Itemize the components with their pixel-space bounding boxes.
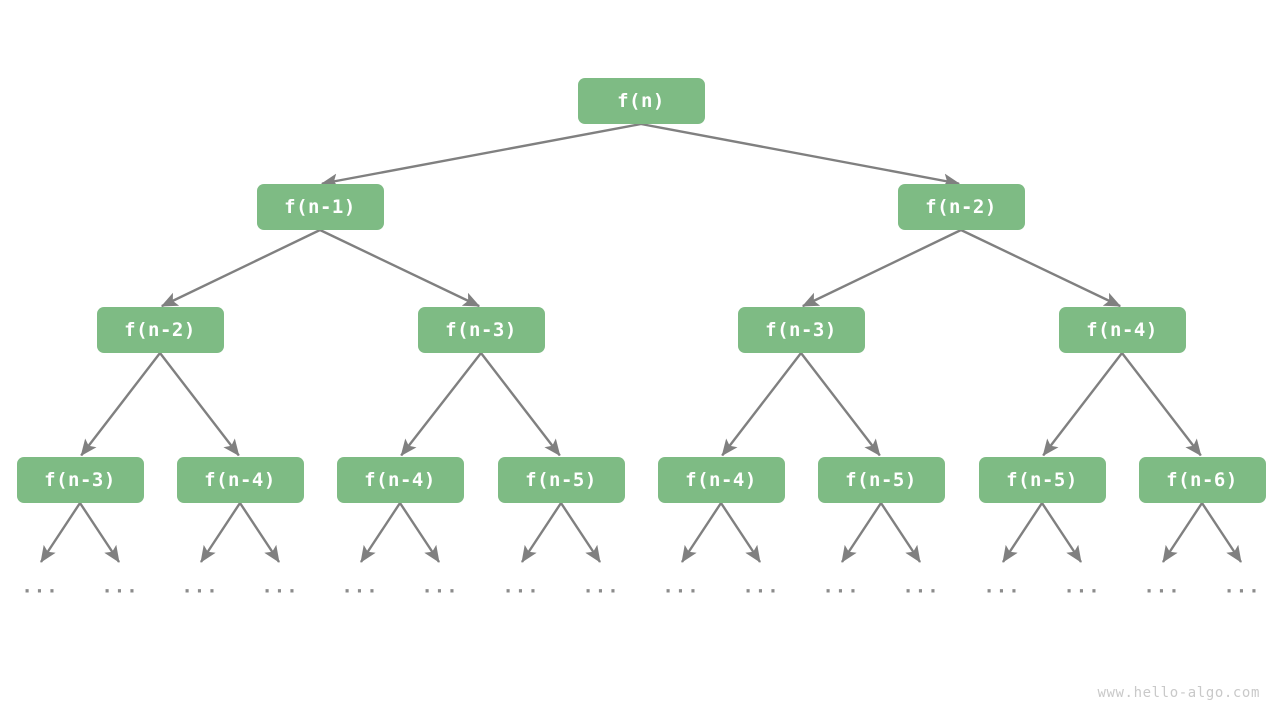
- ellipsis-label: ...: [822, 575, 860, 598]
- leaf-stub-edge: [879, 502, 922, 563]
- tree-node: f(n-3): [417, 307, 545, 353]
- ellipsis-label: ...: [181, 575, 219, 598]
- ellipsis-label: ...: [341, 575, 379, 598]
- tree-edge: [960, 228, 1122, 308]
- tree-node: f(n-4): [176, 457, 304, 503]
- tree-edge: [480, 352, 561, 457]
- ellipsis-label: ...: [101, 575, 139, 598]
- ellipsis-label: ...: [662, 575, 700, 598]
- leaf-stub-edge: [840, 502, 883, 563]
- tree-edge: [801, 228, 962, 308]
- tree-edge: [640, 122, 960, 188]
- ellipsis-label: ...: [1223, 575, 1261, 598]
- tree-node: f(n-5): [497, 457, 625, 503]
- ellipsis-label: ...: [1063, 575, 1101, 598]
- ellipsis-label: ...: [742, 575, 780, 598]
- tree-node: f(n-2): [96, 307, 224, 353]
- tree-edge: [159, 352, 240, 457]
- ellipsis-label: ...: [261, 575, 299, 598]
- leaf-stub-edge: [559, 502, 602, 563]
- leaf-stub-edge: [1200, 502, 1243, 563]
- tree-edge: [800, 352, 881, 457]
- ellipsis-label: ...: [21, 575, 59, 598]
- tree-node: f(n-4): [336, 457, 464, 503]
- tree-edge: [319, 228, 481, 308]
- leaf-stub-edge: [359, 502, 402, 563]
- ellipsis-label: ...: [983, 575, 1021, 598]
- leaf-stub-edge: [39, 502, 82, 563]
- tree-node: f(n-4): [657, 457, 785, 503]
- leaf-stub-edges: [39, 502, 1243, 563]
- tree-node: f(n-3): [737, 307, 865, 353]
- leaf-stub-edge: [680, 502, 723, 563]
- tree-node: f(n-4): [1058, 307, 1186, 353]
- leaf-stub-edge: [78, 502, 121, 563]
- ellipsis-label: ...: [1143, 575, 1181, 598]
- tree-edge: [80, 352, 161, 457]
- tree-node: f(n-5): [978, 457, 1106, 503]
- leaf-stub-edge: [1161, 502, 1204, 563]
- leaf-stub-edge: [238, 502, 281, 563]
- leaf-stub-edge: [199, 502, 242, 563]
- ellipsis-label: ...: [582, 575, 620, 598]
- leaf-stub-edge: [1001, 502, 1044, 563]
- tree-node: f(n-2): [897, 184, 1025, 230]
- ellipsis-label: ...: [902, 575, 940, 598]
- tree-edge: [721, 352, 802, 457]
- tree-edge: [1042, 352, 1123, 457]
- ellipsis-label: ...: [502, 575, 540, 598]
- tree-node: f(n-6): [1138, 457, 1266, 503]
- ellipsis-label: ...: [421, 575, 459, 598]
- tree-edge: [160, 228, 321, 308]
- leaf-stub-edge: [520, 502, 563, 563]
- watermark: www.hello-algo.com: [1097, 685, 1260, 701]
- leaf-stub-edge: [398, 502, 441, 563]
- tree-edge: [1121, 352, 1202, 457]
- tree-node: f(n-5): [817, 457, 945, 503]
- tree-node: f(n-3): [16, 457, 144, 503]
- tree-node: f(n-1): [256, 184, 384, 230]
- leaf-stub-edge: [1040, 502, 1083, 563]
- tree-node: f(n): [577, 78, 705, 124]
- leaf-stub-edge: [719, 502, 762, 563]
- tree-edge: [400, 352, 482, 457]
- tree-edges: [80, 122, 1202, 457]
- tree-edge: [321, 122, 642, 188]
